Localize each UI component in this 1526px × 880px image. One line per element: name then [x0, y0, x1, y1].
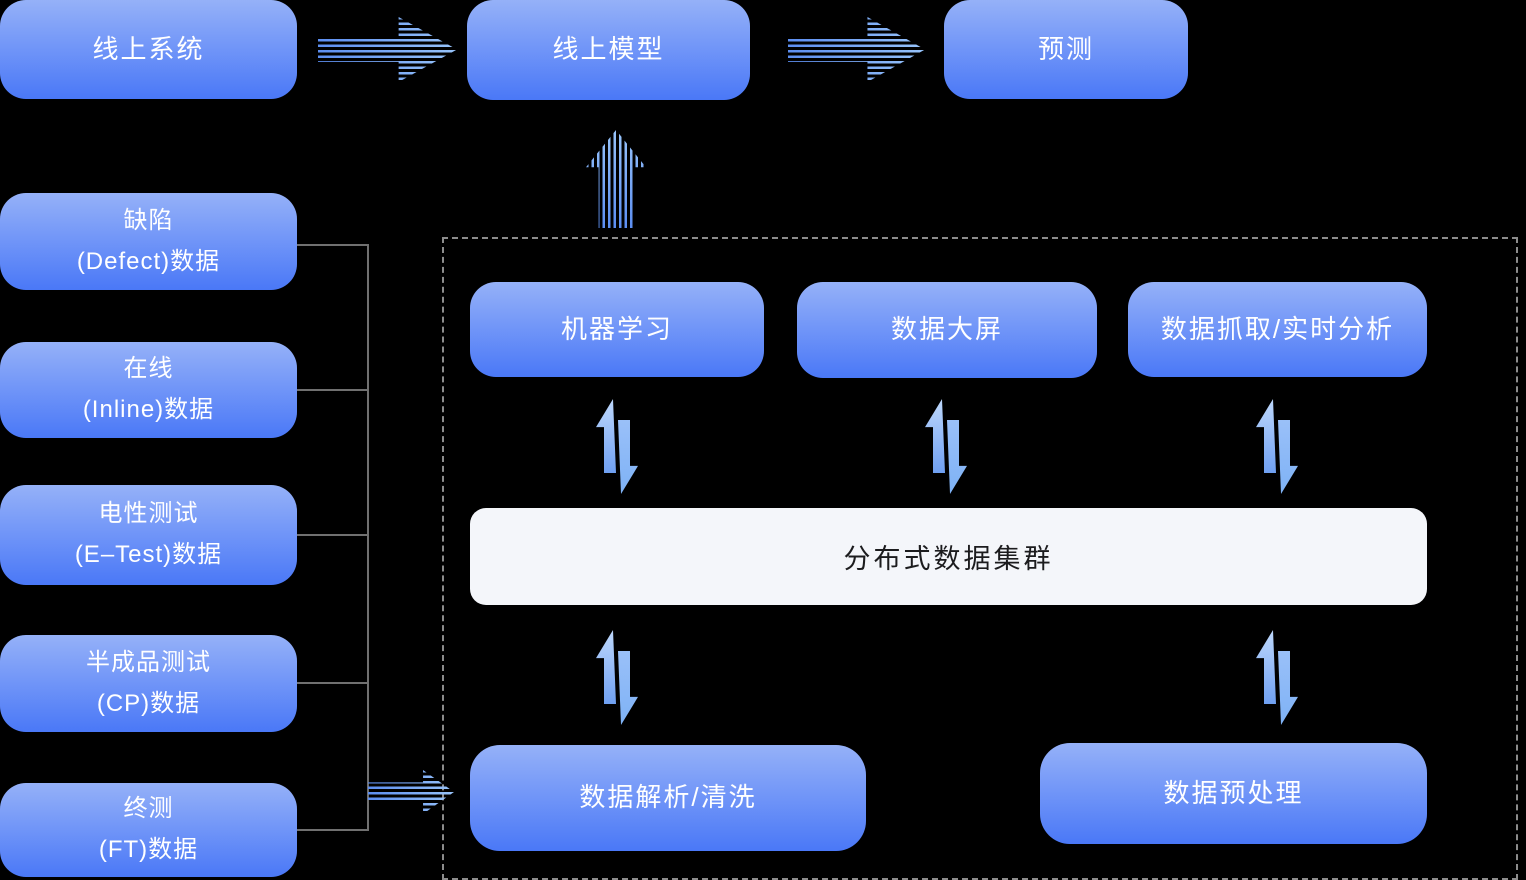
- source-label-line1: 在线: [123, 355, 174, 383]
- node-data-parse: 数据解析/清洗: [470, 745, 866, 851]
- sync-arrows-icon: [925, 399, 967, 494]
- up-arrow-icon: [596, 630, 616, 704]
- sync-arrows-icon: [1256, 630, 1298, 725]
- connector-branch-line: [297, 682, 367, 684]
- connector-branch-line: [297, 829, 367, 831]
- up-arrow-icon: [1256, 399, 1276, 473]
- source-label-line1: 缺陷: [123, 206, 174, 234]
- node-label: 数据大屏: [890, 314, 1003, 345]
- up-arrow-icon: [596, 399, 616, 473]
- sync-arrows-icon: [596, 630, 638, 725]
- node-label: 线上系统: [92, 33, 205, 64]
- up-arrow-icon: [925, 399, 945, 473]
- cluster-bar: 分布式数据集群: [470, 508, 1427, 605]
- node-data-preprocess: 数据预处理: [1040, 743, 1427, 844]
- node-label: 线上模型: [552, 34, 665, 65]
- down-arrow-icon: [618, 651, 638, 725]
- node-label: 数据抓取/实时分析: [1160, 313, 1395, 344]
- source-label-line2: (CP)数据: [96, 689, 201, 717]
- source-label-line1: 终测: [123, 795, 174, 823]
- node-data-capture: 数据抓取/实时分析: [1128, 282, 1427, 377]
- connector-branch-line: [297, 389, 367, 391]
- source-box-inline: 在线 (Inline)数据: [0, 342, 297, 438]
- connector-trunk-line: [367, 244, 369, 831]
- dashed-platform-border: [442, 237, 1518, 880]
- node-data-dashboard: 数据大屏: [797, 282, 1097, 378]
- source-label-line2: (Defect)数据: [76, 247, 221, 275]
- node-label: 机器学习: [560, 313, 673, 344]
- source-box-cp: 半成品测试 (CP)数据: [0, 635, 297, 732]
- down-arrow-icon: [618, 420, 638, 494]
- node-predict: 预测: [944, 0, 1188, 99]
- flow-up-arrow-icon: [586, 130, 646, 228]
- connector-branch-line: [297, 244, 367, 246]
- source-label-line1: 半成品测试: [86, 648, 211, 676]
- source-label-line1: 电性测试: [98, 500, 199, 528]
- down-arrow-icon: [1278, 420, 1298, 494]
- flow-right-arrow-icon: [318, 17, 457, 82]
- sync-arrows-icon: [1256, 399, 1298, 494]
- node-online-system: 线上系统: [0, 0, 297, 99]
- node-machine-learning: 机器学习: [470, 282, 764, 377]
- node-label: 数据预处理: [1163, 777, 1304, 808]
- source-label-line2: (FT)数据: [98, 836, 199, 863]
- up-arrow-icon: [1256, 630, 1276, 704]
- flow-right-arrow-icon: [788, 17, 925, 82]
- sync-arrows-icon: [596, 399, 638, 494]
- connector-branch-line: [297, 534, 367, 536]
- source-box-defect: 缺陷 (Defect)数据: [0, 193, 297, 290]
- down-arrow-icon: [947, 420, 967, 494]
- source-box-ft: 终测 (FT)数据: [0, 783, 297, 877]
- node-label: 预测: [1037, 33, 1094, 64]
- source-box-etest: 电性测试 (E–Test)数据: [0, 485, 297, 585]
- cluster-label: 分布式数据集群: [843, 544, 1054, 574]
- node-online-model: 线上模型: [467, 0, 750, 100]
- down-arrow-icon: [1278, 651, 1298, 725]
- source-label-line2: (Inline)数据: [82, 396, 215, 423]
- node-label: 数据解析/清洗: [579, 782, 757, 813]
- source-label-line2: (E–Test)数据: [74, 541, 223, 568]
